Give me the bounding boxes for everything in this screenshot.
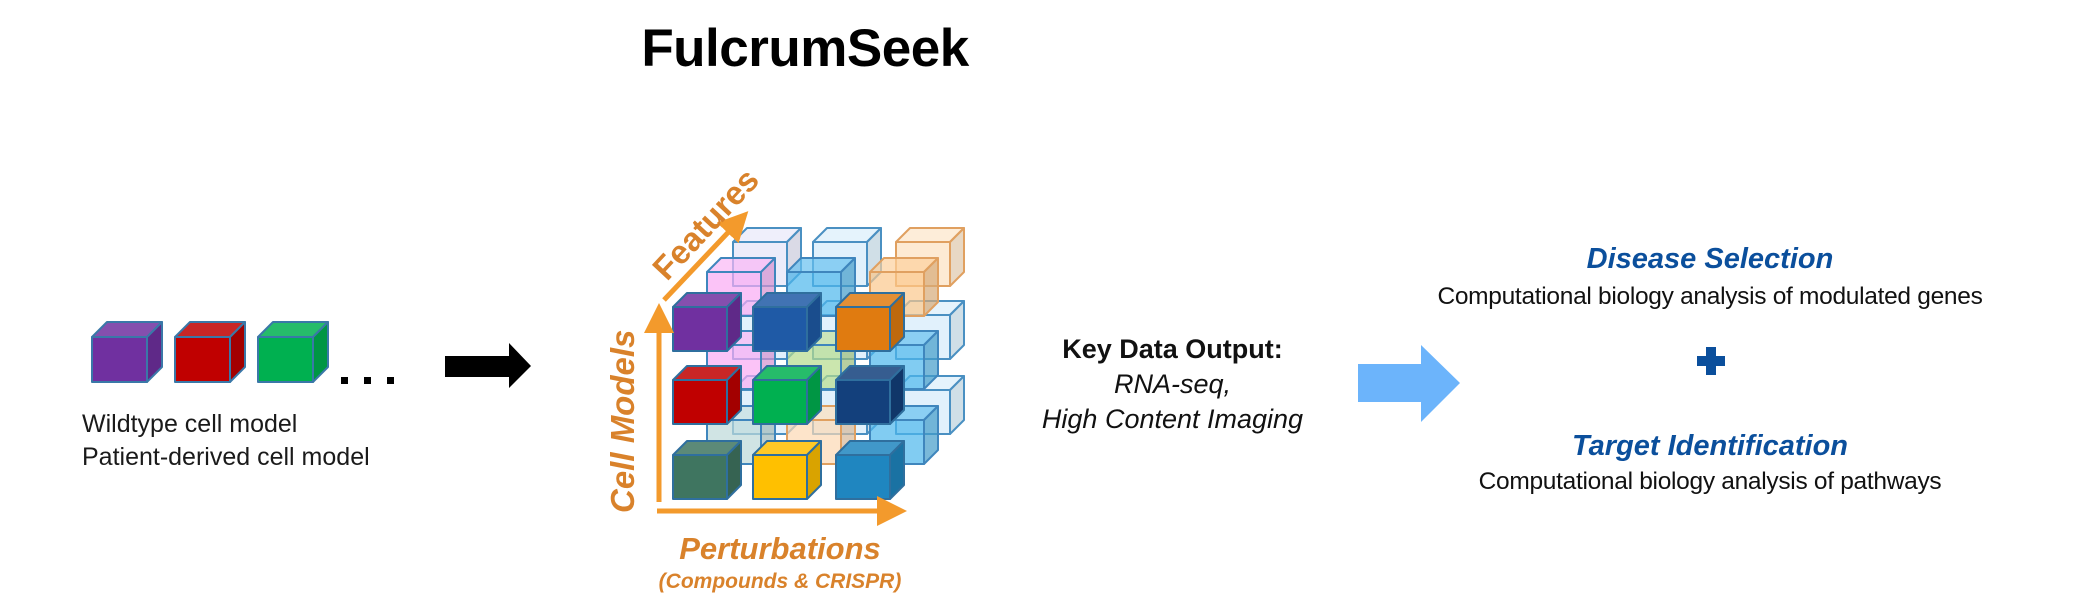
- front-layer-cube: [752, 440, 822, 500]
- perturbations-axis-sublabel: (Compounds & CRISPR): [659, 570, 902, 593]
- front-layer-cube: [752, 292, 822, 352]
- cube-front-face: [752, 454, 808, 500]
- key-output-item: High Content Imaging: [1041, 404, 1304, 434]
- plus-icon: [1697, 347, 1725, 375]
- cube-front-face: [752, 379, 808, 425]
- key-data-output: Key Data Output: RNA-seq, High Content I…: [1010, 332, 1335, 437]
- wildtype-label: Wildtype cell model: [82, 410, 298, 438]
- cube-front-face: [257, 336, 314, 383]
- features-axis-arrow: [662, 211, 749, 302]
- cube-front-face: [672, 454, 728, 500]
- perturbations-axis-label: Perturbations: [679, 531, 881, 566]
- page-title: FulcrumSeek: [641, 19, 969, 78]
- cube-front-face: [752, 306, 808, 352]
- cube-front-face: [672, 306, 728, 352]
- front-layer-cube: [752, 365, 822, 425]
- cube-front-face: [91, 336, 148, 383]
- input-cube: [91, 321, 163, 383]
- key-output-item: RNA-seq,: [1113, 369, 1232, 399]
- front-layer-cube: [672, 365, 742, 425]
- front-layer-cube: [835, 440, 905, 500]
- input-cube: [174, 321, 246, 383]
- front-layer-cube: [835, 365, 905, 425]
- cube-front-face: [835, 454, 891, 500]
- cube-front-face: [174, 336, 231, 383]
- cube-front-face: [835, 379, 891, 425]
- cube-front-face: [672, 379, 728, 425]
- disease-selection-heading: Disease Selection: [1586, 243, 1834, 275]
- patient-derived-label: Patient-derived cell model: [82, 443, 370, 471]
- cube-front-face: [835, 306, 891, 352]
- cell-model-labels: Wildtype cell model Patient-derived cell…: [82, 408, 370, 474]
- cell-models-axis-label: Cell Models: [604, 330, 641, 513]
- front-layer-cube: [835, 292, 905, 352]
- disease-selection-description: Computational biology analysis of modula…: [1437, 283, 1983, 310]
- input-cell-model-cubes: [91, 321, 329, 383]
- front-layer-cube: [672, 440, 742, 500]
- target-identification-description: Computational biology analysis of pathwa…: [1478, 468, 1942, 495]
- front-layer-cube: [672, 292, 742, 352]
- output-arrow-icon: [1358, 345, 1460, 422]
- input-cube: [257, 321, 329, 383]
- target-identification-heading: Target Identification: [1571, 430, 1849, 462]
- key-output-heading: Key Data Output:: [1062, 334, 1283, 364]
- ellipsis-icon: [341, 377, 394, 384]
- data-cube-3d: [672, 227, 965, 500]
- right-arrow-icon: [445, 343, 531, 388]
